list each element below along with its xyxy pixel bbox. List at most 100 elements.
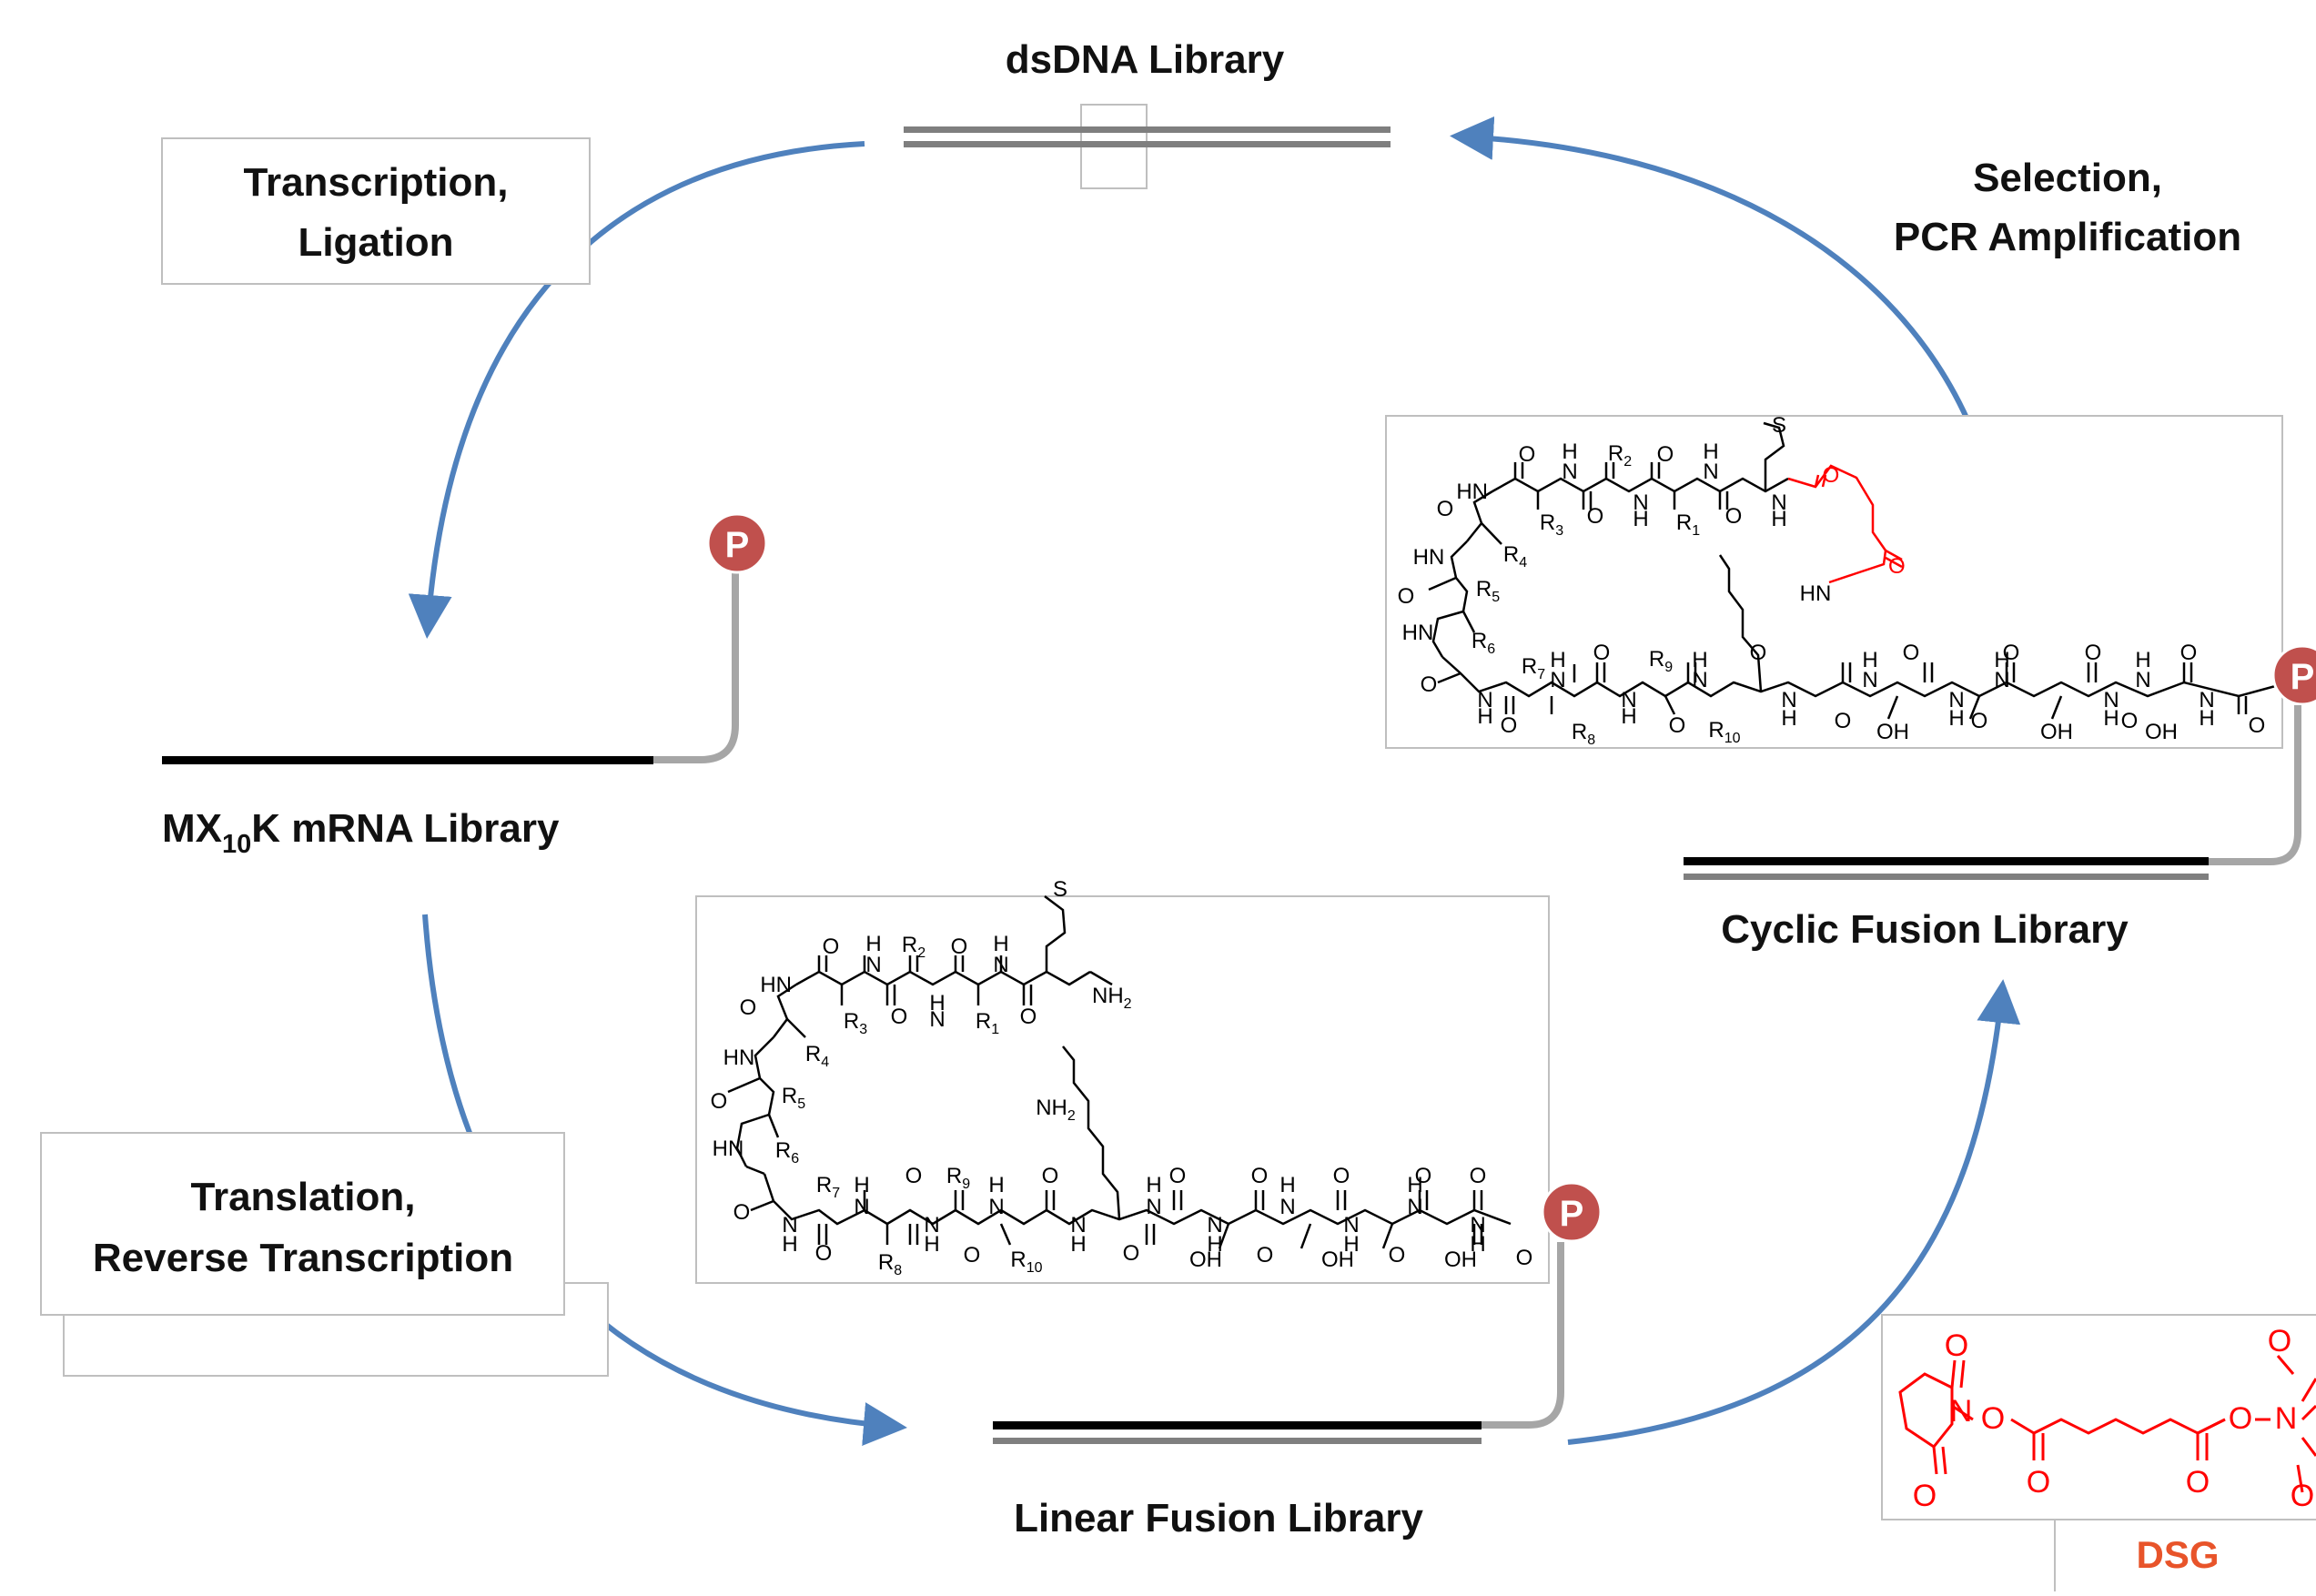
svg-text:N: N (993, 953, 1008, 977)
svg-text:N: N (1994, 668, 2009, 692)
svg-text:O: O (1750, 641, 1767, 665)
svg-text:O: O (1587, 504, 1604, 529)
svg-text:O: O (740, 995, 757, 1020)
svg-text:H: H (1562, 439, 1577, 464)
dsdna-strand-bottom (904, 141, 1391, 147)
dsg-label: DSG (2136, 1533, 2219, 1576)
cyclic-fusion-library: Cyclic Fusion Library (1684, 705, 2301, 952)
svg-text:R1: R1 (976, 1009, 999, 1037)
svg-text:O: O (1669, 713, 1686, 738)
svg-text:O: O (1971, 709, 1988, 733)
svg-text:O: O (1251, 1164, 1269, 1188)
svg-text:O: O (2249, 713, 2266, 738)
selection-line2: PCR Amplification (1894, 215, 2241, 259)
svg-text:O: O (1519, 442, 1536, 467)
linear-strand-grey (993, 1438, 1482, 1444)
svg-text:OH: OH (2145, 720, 2178, 744)
svg-text:O: O (1945, 1328, 1968, 1363)
svg-text:N: N (1207, 1213, 1222, 1237)
svg-text:R7: R7 (1522, 654, 1545, 682)
svg-text:H: H (2103, 706, 2119, 731)
svg-text:O: O (1888, 554, 1906, 579)
svg-text:R8: R8 (878, 1250, 902, 1278)
svg-text:R2: R2 (902, 933, 925, 961)
svg-text:O: O (2121, 709, 2139, 733)
linear-peptide-structure: HN O H N R2 O H N S NH2 R3 O H N R1 O O … (695, 877, 1603, 1284)
svg-text:N: N (1343, 1213, 1359, 1237)
svg-text:R9: R9 (1649, 647, 1673, 675)
svg-text:H: H (1550, 648, 1565, 672)
svg-text:H: H (924, 1232, 939, 1257)
svg-text:HN: HN (1413, 545, 1445, 570)
svg-text:O: O (1501, 713, 1518, 738)
svg-text:O: O (1398, 584, 1415, 609)
mrna-strand (162, 756, 653, 764)
svg-text:OH: OH (1444, 1248, 1477, 1272)
svg-text:H: H (1070, 1232, 1086, 1257)
svg-text:H: H (854, 1173, 869, 1197)
svg-text:OH: OH (1321, 1248, 1354, 1272)
svg-text:O: O (1333, 1164, 1350, 1188)
svg-text:H: H (1146, 1173, 1161, 1197)
mrna-library-label: MX10K mRNA Library (162, 806, 560, 859)
translation-line1: Translation, (191, 1175, 416, 1219)
mrna-library: P MX10K mRNA Library (162, 512, 768, 859)
svg-text:OH: OH (2040, 720, 2073, 744)
svg-text:O: O (2085, 641, 2102, 665)
svg-text:O: O (1020, 1005, 1037, 1029)
svg-text:H: H (929, 991, 945, 1015)
svg-text:N: N (924, 1213, 939, 1237)
svg-text:N: N (1146, 1195, 1161, 1219)
cyclic-tail (2209, 705, 2301, 865)
transcription-step-box: Transcription, Ligation (161, 137, 591, 285)
svg-text:R5: R5 (1476, 577, 1500, 605)
svg-text:O: O (2180, 641, 2198, 665)
svg-text:H: H (1477, 704, 1492, 729)
svg-text:N: N (1781, 688, 1796, 712)
selection-step-label: Selection, PCR Amplification (1894, 156, 2241, 259)
svg-text:O: O (1415, 1164, 1432, 1188)
svg-text:R4: R4 (805, 1042, 829, 1070)
svg-text:H: H (1633, 507, 1648, 531)
svg-text:O: O (815, 1241, 833, 1266)
svg-text:H: H (1692, 648, 1707, 672)
selection-line1: Selection, (1973, 156, 2162, 200)
svg-text:HN: HN (713, 1136, 744, 1161)
svg-text:N: N (1477, 688, 1492, 712)
svg-text:O: O (711, 1089, 728, 1114)
svg-text:N: N (1070, 1213, 1086, 1237)
svg-text:N: N (1862, 668, 1877, 692)
svg-text:O: O (1421, 672, 1438, 697)
svg-text:O: O (2003, 641, 2020, 665)
svg-text:H: H (865, 932, 881, 956)
svg-text:R10: R10 (1708, 718, 1740, 746)
svg-text:O: O (1389, 1243, 1406, 1268)
svg-text:H: H (1948, 706, 1964, 731)
svg-text:N: N (854, 1195, 869, 1219)
linear-fusion-library: Linear Fusion Library (993, 1242, 1564, 1540)
svg-text:O: O (733, 1200, 751, 1225)
phosphate-icon: P (1541, 1181, 1603, 1243)
svg-text:H: H (1343, 1232, 1359, 1257)
svg-text:N: N (1407, 1195, 1422, 1219)
svg-text:O: O (1042, 1164, 1059, 1188)
svg-text:HN: HN (1456, 480, 1488, 504)
svg-text:N: N (1703, 460, 1718, 484)
svg-text:N: N (2275, 1401, 2298, 1436)
svg-text:OH: OH (1189, 1248, 1222, 1272)
svg-text:N: N (1692, 668, 1707, 692)
svg-text:O: O (905, 1164, 923, 1188)
svg-text:O: O (1903, 641, 1920, 665)
svg-text:R3: R3 (844, 1009, 867, 1037)
svg-text:H: H (1862, 648, 1877, 672)
svg-text:P: P (1560, 1194, 1584, 1234)
svg-text:O: O (951, 934, 968, 959)
svg-text:N: N (929, 1007, 945, 1032)
svg-text:H: H (1407, 1173, 1422, 1197)
svg-text:R3: R3 (1540, 510, 1563, 539)
svg-text:H: H (2135, 648, 2150, 672)
svg-text:R5: R5 (782, 1084, 805, 1112)
svg-text:N: N (865, 953, 881, 977)
svg-text:HN: HN (1800, 581, 1832, 606)
